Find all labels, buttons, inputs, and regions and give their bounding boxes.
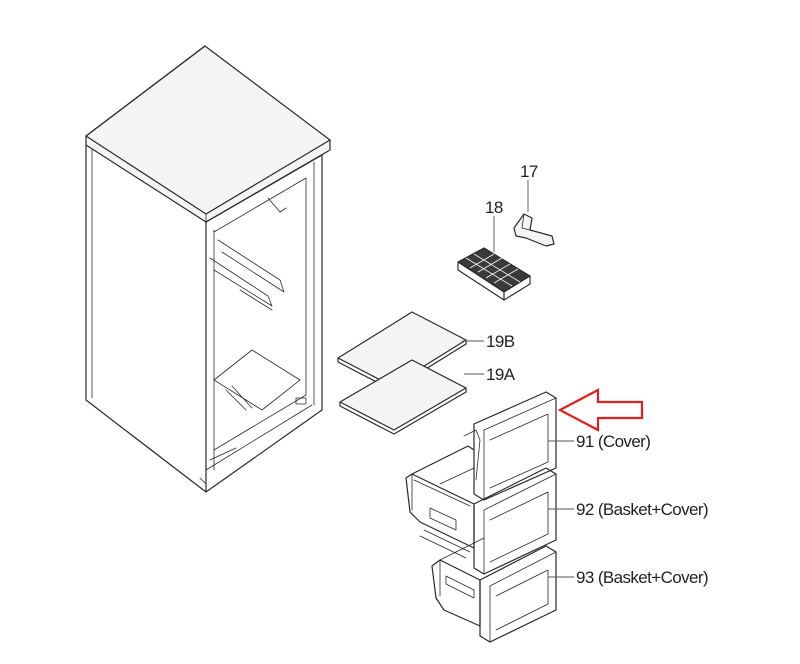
part-17-scraper (513, 213, 555, 247)
part-93-basket-cover (431, 537, 557, 643)
label-part-19a: 19A (486, 365, 516, 384)
part-92-basket-cover (405, 429, 557, 575)
label-part-19b: 19B (486, 332, 515, 351)
label-part-91: 91 (Cover) (576, 432, 650, 451)
label-part-17: 17 (520, 162, 538, 181)
label-part-93: 93 (Basket+Cover) (576, 568, 708, 587)
part-19a-glass-shelf (339, 359, 467, 435)
refrigerator-cabinet (85, 45, 331, 493)
leader-lines (462, 180, 574, 578)
label-part-18: 18 (485, 198, 503, 217)
part-18-ice-tray (457, 247, 531, 301)
part-91-cover (473, 391, 557, 501)
label-part-92: 92 (Basket+Cover) (576, 500, 708, 519)
highlight-arrow-icon (557, 388, 644, 432)
